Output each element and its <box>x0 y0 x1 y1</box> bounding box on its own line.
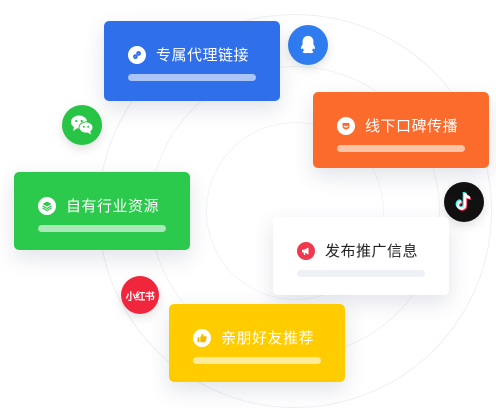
card-offline-word-of-mouth: 线下口碑传播 <box>313 92 489 168</box>
placeholder-bar <box>128 74 256 81</box>
qq-badge <box>288 25 328 65</box>
layers-icon <box>38 196 56 215</box>
megaphone-icon <box>297 241 315 260</box>
card-label: 发布推广信息 <box>325 242 419 260</box>
xiaohongshu-icon: 小红书 <box>125 291 155 303</box>
wechat-icon <box>71 115 94 135</box>
card-exclusive-agent-link: 专属代理链接 <box>104 21 280 101</box>
placeholder-bar <box>337 145 465 152</box>
card-label: 亲朋好友推荐 <box>221 329 315 347</box>
tiktok-badge <box>444 182 484 222</box>
card-publish-promotion-info: 发布推广信息 <box>273 217 449 295</box>
smile-icon <box>337 116 355 135</box>
card-own-industry-resources: 自有行业资源 <box>14 172 190 250</box>
card-label: 专属代理链接 <box>156 46 250 64</box>
card-label: 自有行业资源 <box>66 197 160 215</box>
tiktok-icon <box>455 191 472 211</box>
link-icon <box>128 45 146 64</box>
card-friends-recommend: 亲朋好友推荐 <box>169 304 345 382</box>
wechat-badge <box>62 105 102 145</box>
qq-icon <box>301 35 315 54</box>
thumbs-up-icon <box>193 328 211 347</box>
card-label: 线下口碑传播 <box>365 117 459 135</box>
placeholder-bar <box>38 225 166 232</box>
placeholder-bar <box>193 357 321 364</box>
orbit-ring-inner <box>206 122 384 300</box>
xiaohongshu-badge: 小红书 <box>121 276 159 314</box>
placeholder-bar <box>297 270 425 277</box>
